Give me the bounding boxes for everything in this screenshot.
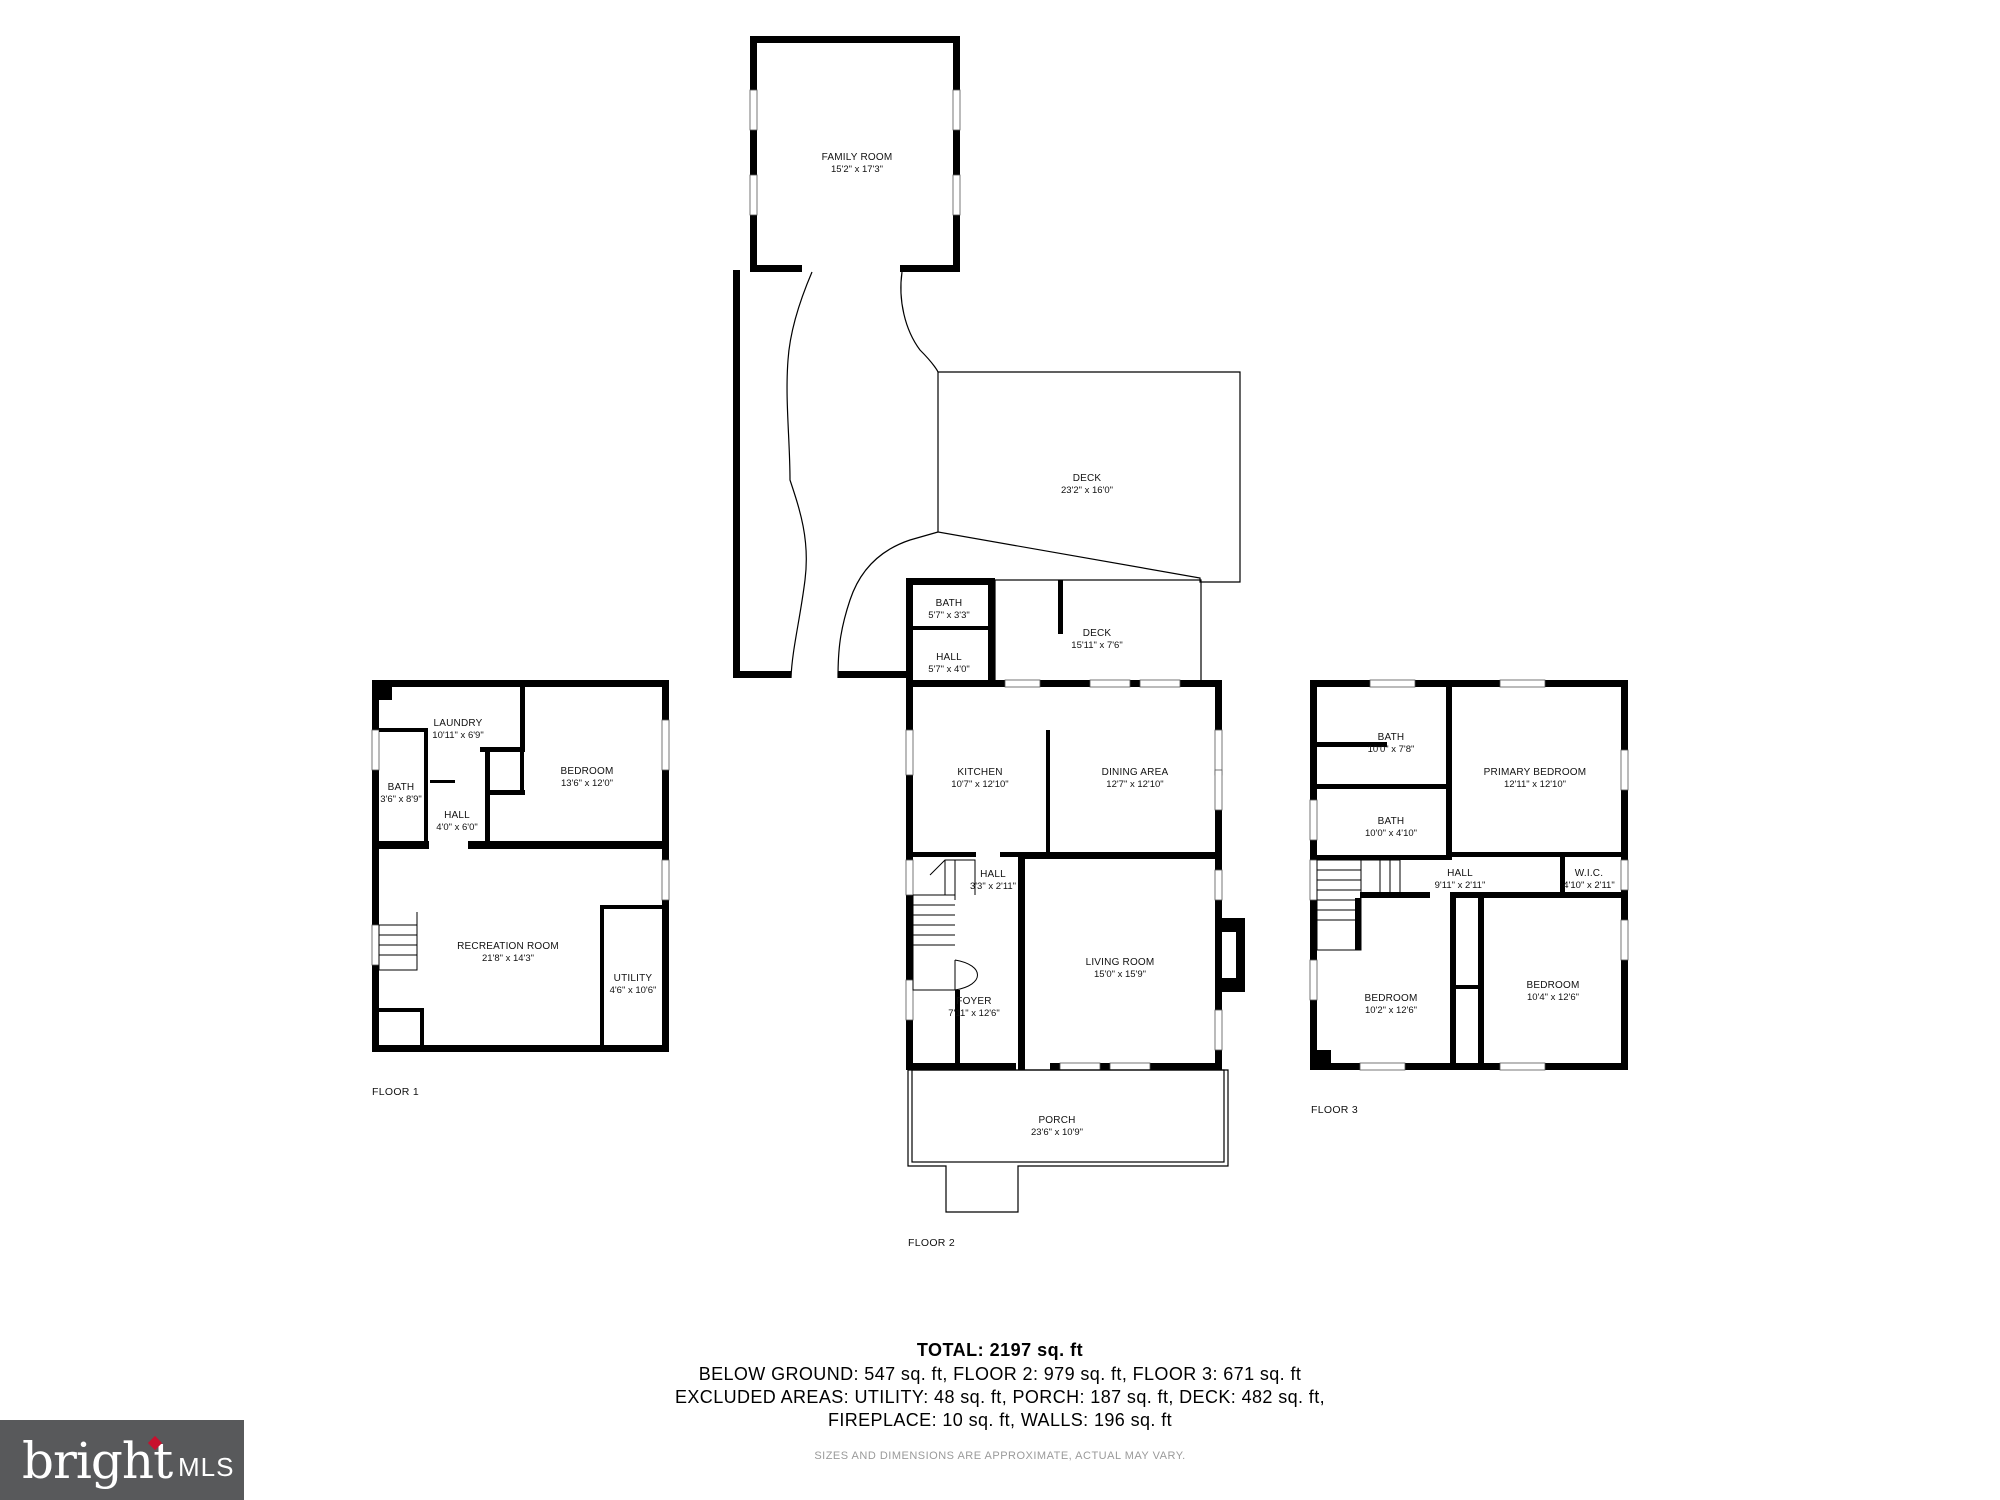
room-name: DECK (1073, 473, 1102, 484)
room-dimensions: 13'6" x 12'0" (561, 778, 613, 789)
room-dimensions: 12'7" x 12'10" (1106, 779, 1163, 790)
room-name: RECREATION ROOM (457, 941, 559, 952)
room-dimensions: 15'0" x 15'9" (1094, 969, 1146, 980)
excluded-areas-line: FIREPLACE: 10 sq. ft, WALLS: 196 sq. ft (827, 1410, 1173, 1430)
room-dimensions: 4'10" x 2'11" (1563, 880, 1614, 891)
room-name: HALL (980, 869, 1006, 880)
room-dimensions: 10'11" x 6'9" (432, 730, 483, 741)
room-name: DECK (1083, 628, 1112, 639)
floor-label: FLOOR 2 (908, 1237, 955, 1249)
room-name: BATH (1378, 732, 1405, 743)
room-name: HALL (1447, 868, 1473, 879)
room-labels: FAMILY ROOM 15'2" x 17'3" DECK 23'2" x 1… (380, 152, 1614, 1138)
stairs-floor-2 (912, 859, 978, 991)
room-dimensions: 10'0" x 4'10" (1365, 828, 1417, 839)
excluded-areas-line: EXCLUDED AREAS: UTILITY: 48 sq. ft, PORC… (674, 1387, 1326, 1407)
room-dimensions: 4'6" x 10'6" (610, 985, 657, 996)
room-name: KITCHEN (957, 767, 1002, 778)
room-dimensions: 7'11" x 12'6" (948, 1008, 999, 1019)
room-name: LAUNDRY (433, 718, 482, 729)
room-dimensions: 10'4" x 12'6" (1527, 992, 1579, 1003)
upper-deck-outline (937, 371, 1241, 583)
patio-path-outline (786, 271, 813, 679)
room-name: UTILITY (614, 973, 653, 984)
room-name: HALL (936, 652, 962, 663)
room-name: BATH (1378, 816, 1405, 827)
floor-2-plan (733, 36, 1245, 1213)
room-dimensions: 15'11" x 7'6" (1071, 640, 1122, 651)
room-name: BATH (936, 598, 963, 609)
area-breakdown-line: BELOW GROUND: 547 sq. ft, FLOOR 2: 979 s… (698, 1364, 1302, 1384)
porch-outline (907, 1069, 1229, 1213)
bright-mls-logo: bright MLS (0, 1420, 244, 1500)
room-dimensions: 23'2" x 16'0" (1061, 485, 1113, 496)
room-name: BATH (388, 782, 415, 793)
room-name: PRIMARY BEDROOM (1484, 767, 1587, 778)
room-dimensions: 10'0" x 7'8" (1368, 744, 1415, 755)
room-dimensions: 5'7" x 3'3" (928, 610, 970, 621)
room-name: PORCH (1038, 1115, 1075, 1126)
room-name: FOYER (956, 996, 991, 1007)
room-dimensions: 21'8" x 14'3" (482, 953, 534, 964)
total-area: TOTAL: 2197 sq. ft (916, 1340, 1084, 1360)
room-dimensions: 3'3" x 2'11" (970, 881, 1016, 892)
room-dimensions: 9'11" x 2'11" (1435, 880, 1486, 891)
patio-path-outline (837, 531, 939, 679)
floor-label: FLOOR 1 (372, 1086, 419, 1098)
room-name: HALL (444, 810, 470, 821)
stairs-floor-1 (378, 912, 418, 971)
patio-path-outline (900, 271, 939, 373)
room-dimensions: 3'6" x 8'9" (380, 794, 422, 805)
room-name: BEDROOM (560, 766, 613, 777)
room-dimensions: 4'0" x 6'0" (436, 822, 478, 833)
room-dimensions: 10'2" x 12'6" (1365, 1005, 1417, 1016)
floor-1-plan (371, 680, 670, 1052)
family-room-walls (749, 36, 961, 272)
stairs-floor-3 (1316, 859, 1401, 951)
room-name: LIVING ROOM (1086, 957, 1155, 968)
floor-label: FLOOR 3 (1311, 1104, 1358, 1116)
room-name: BEDROOM (1526, 980, 1579, 991)
floor-3-plan (1309, 679, 1629, 1071)
room-name: W.I.C. (1575, 868, 1603, 879)
room-dimensions: 23'6" x 10'9" (1031, 1127, 1083, 1138)
room-dimensions: 15'2" x 17'3" (831, 164, 883, 175)
room-dimensions: 10'7" x 12'10" (951, 779, 1008, 790)
room-name: FAMILY ROOM (822, 152, 893, 163)
room-dimensions: 12'11" x 12'10" (1504, 779, 1566, 790)
room-name: BEDROOM (1364, 993, 1417, 1004)
logo-suffix-text: MLS (178, 1452, 235, 1482)
disclaimer-text: SIZES AND DIMENSIONS ARE APPROXIMATE, AC… (814, 1450, 1186, 1462)
room-name: DINING AREA (1102, 767, 1169, 778)
room-dimensions: 5'7" x 4'0" (928, 664, 970, 675)
